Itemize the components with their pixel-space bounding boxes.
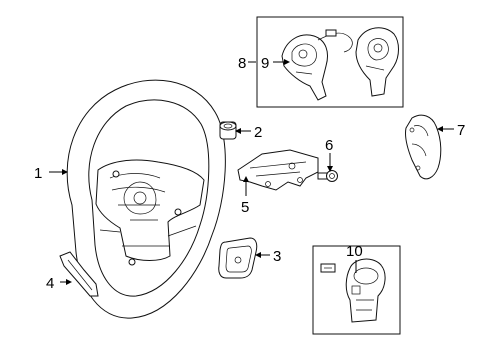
callout-labels: 1 2 3 4 5 6 7 8 9 10 <box>34 55 465 292</box>
callout-5: 5 <box>241 199 249 216</box>
callout-8: 8 <box>238 55 246 72</box>
arrowheads <box>62 59 443 285</box>
side-cover <box>405 114 442 180</box>
switch-pad <box>218 237 258 279</box>
callout-4: 4 <box>46 275 54 292</box>
callout-2: 2 <box>254 124 262 141</box>
leader-lines <box>49 61 454 283</box>
bushing <box>219 121 237 140</box>
callout-7: 7 <box>457 122 465 139</box>
steering-wheel <box>66 79 226 319</box>
callout-9: 9 <box>261 55 269 72</box>
trim-strip <box>59 251 99 297</box>
screw <box>317 170 338 182</box>
bracket <box>237 149 319 191</box>
callout-10: 10 <box>346 243 363 260</box>
callout-6: 6 <box>325 137 333 154</box>
callout-3: 3 <box>273 248 281 265</box>
callout-1: 1 <box>34 165 42 182</box>
